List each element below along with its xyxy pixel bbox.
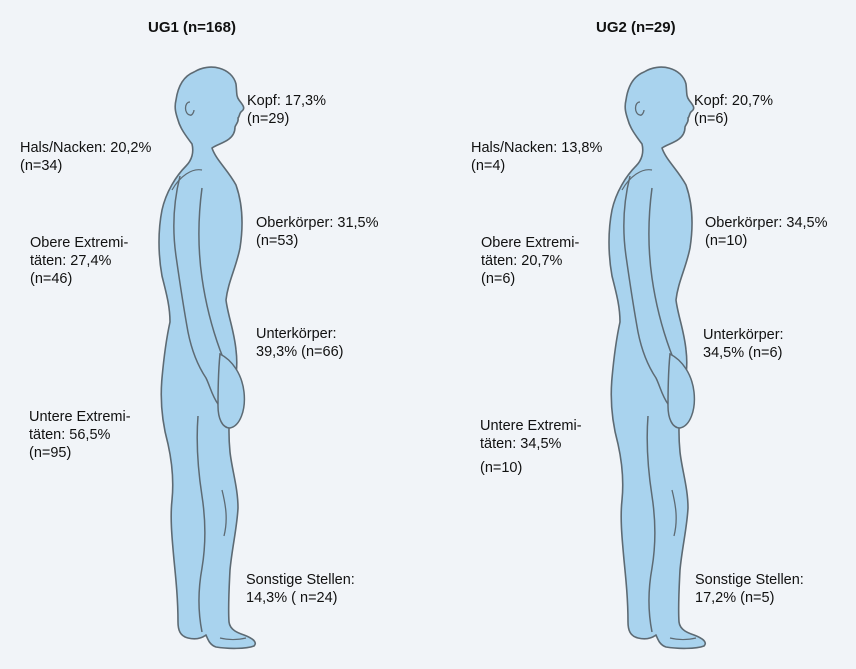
label-hals-nacken: Hals/Nacken: 20,2% (n=34) [20, 139, 151, 175]
label-untere-extremitaeten: Untere Extremi- täten: 56,5% (n=95) [29, 408, 131, 462]
label-hals-nacken: Hals/Nacken: 13,8% (n=4) [471, 139, 602, 175]
label-kopf: Kopf: 20,7% (n=6) [694, 92, 773, 128]
label-unterkoerper: Unterkörper: 39,3% (n=66) [256, 325, 343, 361]
label-sonstige-stellen: Sonstige Stellen: 17,2% (n=5) [695, 571, 804, 607]
label-sonstige-stellen: Sonstige Stellen: 14,3% ( n=24) [246, 571, 355, 607]
label-oberkoerper: Oberkörper: 31,5% (n=53) [256, 214, 379, 250]
label-untere-extremitaeten: Untere Extremi- täten: 34,5% (n=10) [480, 417, 582, 477]
panel-title: UG2 (n=29) [596, 19, 676, 36]
label-obere-extremitaeten: Obere Extremi- täten: 27,4% (n=46) [30, 234, 128, 288]
label-oberkoerper: Oberkörper: 34,5% (n=10) [705, 214, 828, 250]
human-body-icon [136, 60, 266, 660]
human-body-icon [586, 60, 716, 660]
panel-title: UG1 (n=168) [148, 19, 236, 36]
label-obere-extremitaeten: Obere Extremi- täten: 20,7% (n=6) [481, 234, 579, 288]
label-unterkoerper: Unterkörper: 34,5% (n=6) [703, 326, 784, 362]
label-kopf: Kopf: 17,3% (n=29) [247, 92, 326, 128]
